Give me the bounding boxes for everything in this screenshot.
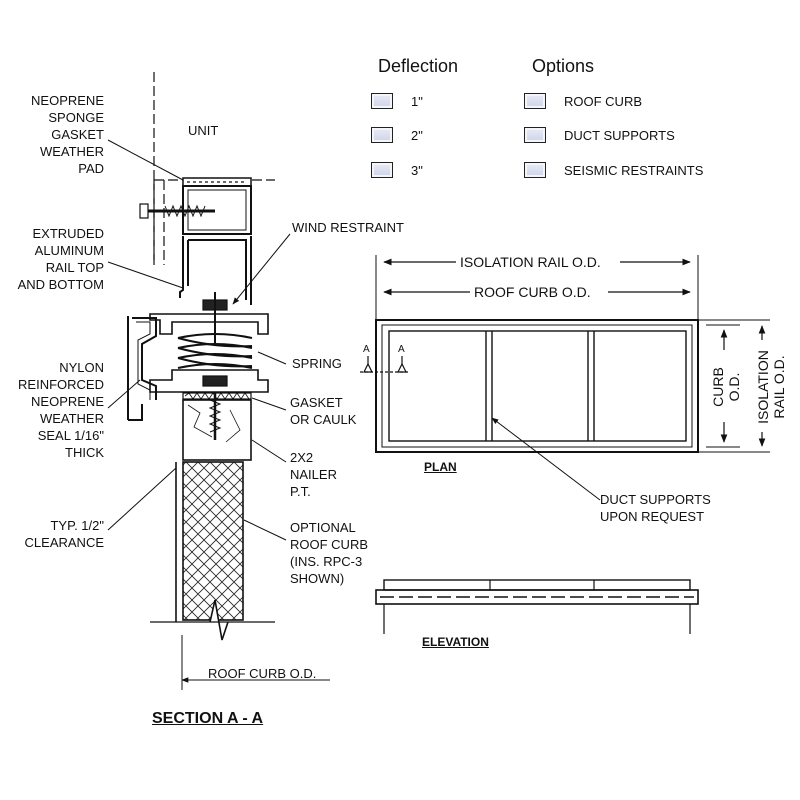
- clearance-label: TYP. 1/2" CLEARANCE: [0, 517, 104, 551]
- checkbox[interactable]: [371, 93, 393, 109]
- option-seismic-restraints[interactable]: SEISMIC RESTRAINTS: [524, 162, 703, 178]
- label-line: PAD: [78, 161, 104, 176]
- label-line: UPON REQUEST: [600, 509, 705, 524]
- label-line: ROOF CURB: [290, 537, 368, 552]
- checkbox[interactable]: [524, 162, 546, 178]
- neoprene-pad-label: NEOPRENE SPONGE GASKET WEATHER PAD: [10, 92, 104, 177]
- label-line: 2X2: [290, 450, 314, 465]
- duct-supports-note: DUCT SUPPORTS UPON REQUEST: [600, 491, 711, 525]
- elevation-title: ELEVATION: [422, 635, 489, 649]
- section-drawing: [107, 72, 330, 690]
- section-mark-right: A: [398, 344, 405, 355]
- label-line: TYP. 1/2": [50, 518, 104, 533]
- option-duct-supports[interactable]: DUCT SUPPORTS: [524, 127, 675, 143]
- label-line: ISOLATION: [755, 350, 771, 424]
- checkbox[interactable]: [371, 127, 393, 143]
- label-line: NYLON: [59, 360, 104, 375]
- plan-roof-curb-od-label: ROOF CURB O.D.: [474, 284, 591, 300]
- plan-drawing: [360, 255, 770, 501]
- deflection-option-2[interactable]: 2": [371, 127, 423, 143]
- label-line: SPONGE: [48, 110, 104, 125]
- section-title: SECTION A - A: [152, 710, 264, 727]
- plan-title: PLAN: [424, 460, 457, 474]
- roof-curb-od-label: ROOF CURB O.D.: [208, 666, 317, 681]
- section-mark-left: A: [363, 344, 370, 355]
- label-line: THICK: [65, 445, 104, 460]
- label-line: DUCT SUPPORTS: [600, 492, 711, 507]
- option-label: 1": [411, 93, 423, 109]
- unit-label: UNIT: [188, 123, 219, 138]
- label-line: NAILER: [290, 467, 337, 482]
- spring-label: SPRING: [292, 356, 342, 371]
- label-line: WEATHER: [39, 144, 104, 159]
- label-line: RAIL TOP: [45, 260, 104, 275]
- weather-seal-label: NYLON REINFORCED NEOPRENE WEATHER SEAL 1…: [0, 359, 104, 461]
- lag-bolt: [139, 203, 215, 219]
- checkbox[interactable]: [524, 93, 546, 109]
- label-line: OPTIONAL: [290, 520, 356, 535]
- label-line: (INS. RPC-3: [290, 554, 363, 569]
- option-label: 3": [411, 162, 423, 178]
- option-roof-curb[interactable]: ROOF CURB: [524, 93, 642, 109]
- label-line: RAIL O.D.: [771, 355, 787, 419]
- deflection-option-3[interactable]: 3": [371, 162, 423, 178]
- label-line: OR CAULK: [290, 412, 357, 427]
- checkbox[interactable]: [524, 127, 546, 143]
- option-label: 2": [411, 127, 423, 143]
- label-line: WEATHER: [39, 411, 104, 426]
- option-label: SEISMIC RESTRAINTS: [564, 162, 704, 178]
- deflection-header: Deflection: [378, 56, 459, 76]
- isolation-rail-od-label: ISOLATION RAIL O.D.: [460, 254, 601, 270]
- label-line: CURB: [710, 367, 726, 407]
- wind-restraint-label: WIND RESTRAINT: [292, 220, 404, 235]
- isolation-od-vertical-label: ISOLATION RAIL O.D.: [755, 342, 787, 432]
- label-line: ALUMINUM: [34, 243, 104, 258]
- label-line: SEAL 1/16": [37, 428, 104, 443]
- label-line: SHOWN): [290, 571, 345, 586]
- spring: [177, 333, 253, 369]
- option-label: DUCT SUPPORTS: [564, 127, 675, 143]
- label-line: AND BOTTOM: [17, 277, 104, 292]
- checkbox[interactable]: [371, 162, 393, 178]
- label-line: NEOPRENE: [31, 394, 104, 409]
- elevation-drawing: [375, 579, 699, 634]
- label-line: O.D.: [726, 372, 742, 402]
- option-label: ROOF CURB: [564, 93, 642, 109]
- nailer-label: 2X2 NAILER P.T.: [290, 449, 337, 500]
- deflection-option-1[interactable]: 1": [371, 93, 423, 109]
- label-line: CLEARANCE: [24, 535, 104, 550]
- label-line: GASKET: [290, 395, 343, 410]
- label-line: REINFORCED: [18, 377, 104, 392]
- curb-od-vertical-label: CURB O.D.: [710, 357, 742, 417]
- rail-label: EXTRUDED ALUMINUM RAIL TOP AND BOTTOM: [0, 225, 104, 293]
- label-line: NEOPRENE: [31, 93, 104, 108]
- gasket-label: GASKET OR CAULK: [290, 394, 356, 428]
- label-line: GASKET: [51, 127, 104, 142]
- label-line: EXTRUDED: [32, 226, 104, 241]
- options-header: Options: [532, 56, 595, 76]
- roof-curb-label: OPTIONAL ROOF CURB (INS. RPC-3 SHOWN): [290, 519, 368, 587]
- label-line: P.T.: [290, 484, 311, 499]
